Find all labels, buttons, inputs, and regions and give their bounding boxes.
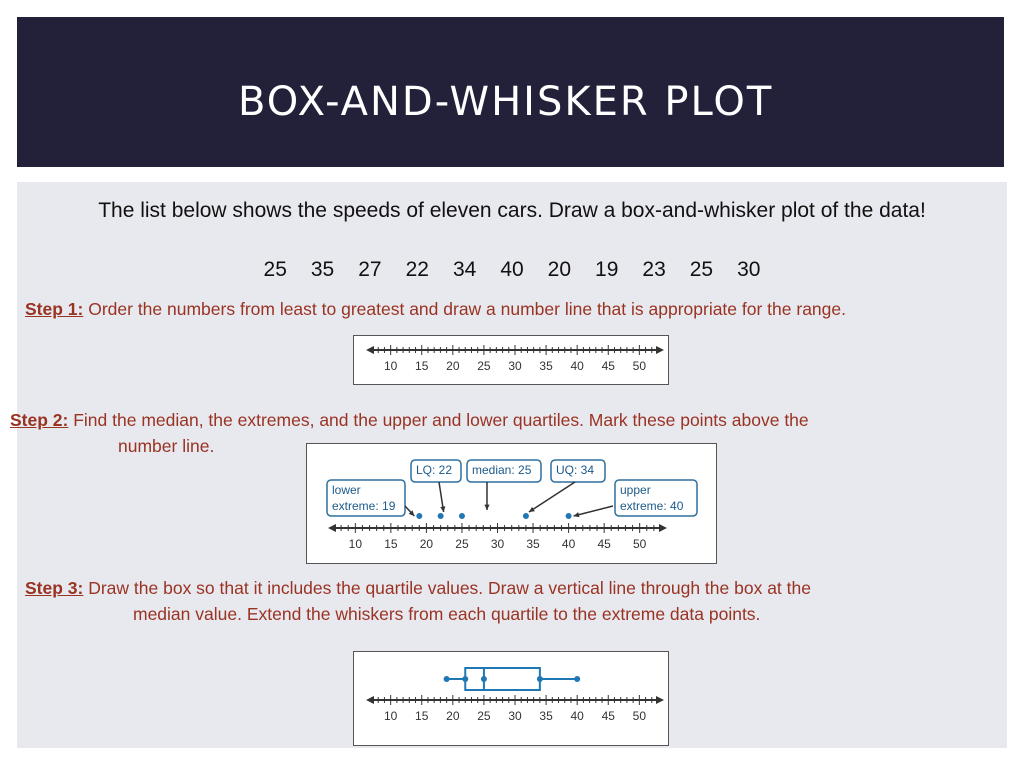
speed-value: 25: [263, 258, 287, 281]
title-bar: [17, 17, 1004, 167]
speed-value: 34: [452, 258, 477, 281]
lower-quartile-point: [437, 513, 444, 519]
lower-extreme-callout-text: extreme: 19: [332, 499, 396, 513]
number-line-tick-label: 30: [491, 537, 505, 551]
number-line-tick-label: 20: [446, 359, 460, 373]
number-line-tick-label: 50: [633, 359, 647, 373]
number-line-tick-label: 25: [477, 359, 491, 373]
speed-value: 27: [358, 258, 382, 281]
speed-value: 40: [500, 258, 524, 281]
lower-extreme-arrow-head: [408, 510, 415, 516]
number-line-left-arrow: [328, 524, 336, 532]
lq-callout-box: [410, 459, 462, 483]
step-1-label: Step 1:: [25, 299, 84, 319]
lower-extreme-point: [416, 513, 423, 519]
quartile-box: [464, 667, 541, 691]
number-line-tick-label: 45: [597, 537, 611, 551]
upper-extreme-arrow-head: [573, 512, 580, 518]
number-line-tick-label: 20: [446, 709, 460, 723]
number-line-tick-label: 35: [526, 537, 540, 551]
number-line-tick-label: 25: [455, 537, 469, 551]
step-2-label: Step 2:: [10, 410, 69, 430]
step-2-text: Step 2: Find the median, the extremes, a…: [10, 407, 1010, 433]
upper-quartile-point: [536, 676, 543, 682]
number-line-panel-3: 10 15 20 25 30 35 40 45 50: [353, 651, 669, 746]
number-line-tick-label: 30: [508, 709, 522, 723]
step-2-text-line2: number line.: [118, 433, 214, 459]
upper-extreme-point: [574, 676, 581, 682]
lq-arrow-head: [440, 506, 446, 512]
uq-callout-text: UQ: 34: [556, 463, 594, 477]
lower-quartile-point: [462, 676, 469, 682]
number-line-right-arrow: [659, 524, 667, 532]
number-line-tick-label: 50: [633, 537, 647, 551]
speed-value: 23: [642, 258, 666, 281]
step-2-body-line2: number line.: [118, 436, 215, 456]
number-line-tick-label: 50: [633, 709, 647, 723]
step-3-text-line2: median value. Extend the whiskers from e…: [133, 601, 760, 627]
number-line-panel-2: 10 15 20 25 30 35 40 45 50 LQ: 22 median: 25 UQ: 34…: [306, 443, 717, 564]
speed-value: 25: [689, 258, 714, 281]
lower-extreme-callout-box: [326, 479, 406, 517]
number-line-tick-label: 10: [349, 537, 363, 551]
number-line-tick-label: 45: [602, 359, 616, 373]
number-line-tick-label: 35: [539, 709, 553, 723]
number-line-tick-label: 45: [602, 709, 616, 723]
lower-extreme-point: [443, 676, 450, 682]
median-arrow-head: [484, 504, 490, 510]
speed-value: 35: [310, 258, 335, 281]
median-point: [480, 676, 487, 682]
number-line-panel-1: 10 15 20 25 30 35 40 45 50: [353, 335, 669, 385]
speed-value: 20: [547, 258, 572, 281]
median-callout-text: median: 25: [472, 463, 532, 477]
number-line-tick-label: 25: [477, 709, 491, 723]
lq-callout-text: LQ: 22: [416, 463, 452, 477]
number-line-right-arrow: [656, 346, 664, 354]
upper-extreme-arrow-line: [573, 505, 614, 517]
upper-quartile-point: [522, 513, 529, 519]
box-plot: 10 15 20 25 30 35 40 45 50: [366, 667, 664, 723]
number-line-tick-label: 35: [539, 359, 553, 373]
summary-points-plot: 10 15 20 25 30 35 40 45 50 LQ: 22 median: 25 UQ: 34…: [326, 459, 698, 551]
speed-value: 19: [595, 258, 619, 281]
median-point: [458, 513, 465, 519]
number-line-tick-label: 15: [384, 537, 398, 551]
step-2-body-line1: Find the median, the extremes, and the u…: [68, 410, 809, 430]
intro-text: The list below shows the speeds of eleve…: [98, 199, 926, 222]
number-line-tick-label: 20: [420, 537, 434, 551]
upper-extreme-point: [565, 513, 572, 519]
number-line-right-arrow: [656, 696, 664, 704]
step-1-text: Step 1: Order the numbers from least to …: [25, 296, 1015, 322]
step-3-body-line1: Draw the box so that it includes the qua…: [83, 578, 811, 598]
speed-value: 30: [737, 258, 761, 281]
uq-callout-box: [550, 459, 606, 483]
number-line-tick-label: 40: [562, 537, 576, 551]
step-3-label: Step 3:: [25, 578, 84, 598]
uq-arrow-head: [528, 506, 535, 512]
uq-arrow-line: [528, 481, 576, 513]
speed-value: 22: [405, 258, 429, 281]
upper-extreme-callout-text: upper: [620, 483, 651, 497]
number-line-tick-label: 15: [415, 709, 429, 723]
step-3-body-line2: median value. Extend the whiskers from e…: [133, 604, 761, 624]
number-line-left-arrow: [366, 696, 374, 704]
number-line-1: 10 15 20 25 30 35 40 45 50: [366, 345, 664, 373]
number-line-tick-label: 10: [384, 359, 398, 373]
number-line-tick-label: 15: [415, 359, 429, 373]
number-line-tick-label: 10: [384, 709, 398, 723]
speed-data-list: 25 35 27 22 34 40 20 19 23 25 30: [40, 257, 984, 283]
median-callout-box: [466, 459, 542, 483]
number-line-tick-label: 40: [570, 359, 584, 373]
upper-extreme-callout-box: [614, 479, 698, 517]
number-line-tick-label: 40: [570, 709, 584, 723]
number-line-tick-label: 30: [508, 359, 522, 373]
lower-extreme-callout-text: lower: [332, 483, 361, 497]
number-line-left-arrow: [366, 346, 374, 354]
page-title: BOX-AND-WHISKER PLOT: [238, 79, 774, 125]
step-1-body: Order the numbers from least to greatest…: [83, 299, 846, 319]
step-3-text: Step 3: Draw the box so that it includes…: [25, 575, 1015, 601]
upper-extreme-callout-text: extreme: 40: [620, 499, 684, 513]
